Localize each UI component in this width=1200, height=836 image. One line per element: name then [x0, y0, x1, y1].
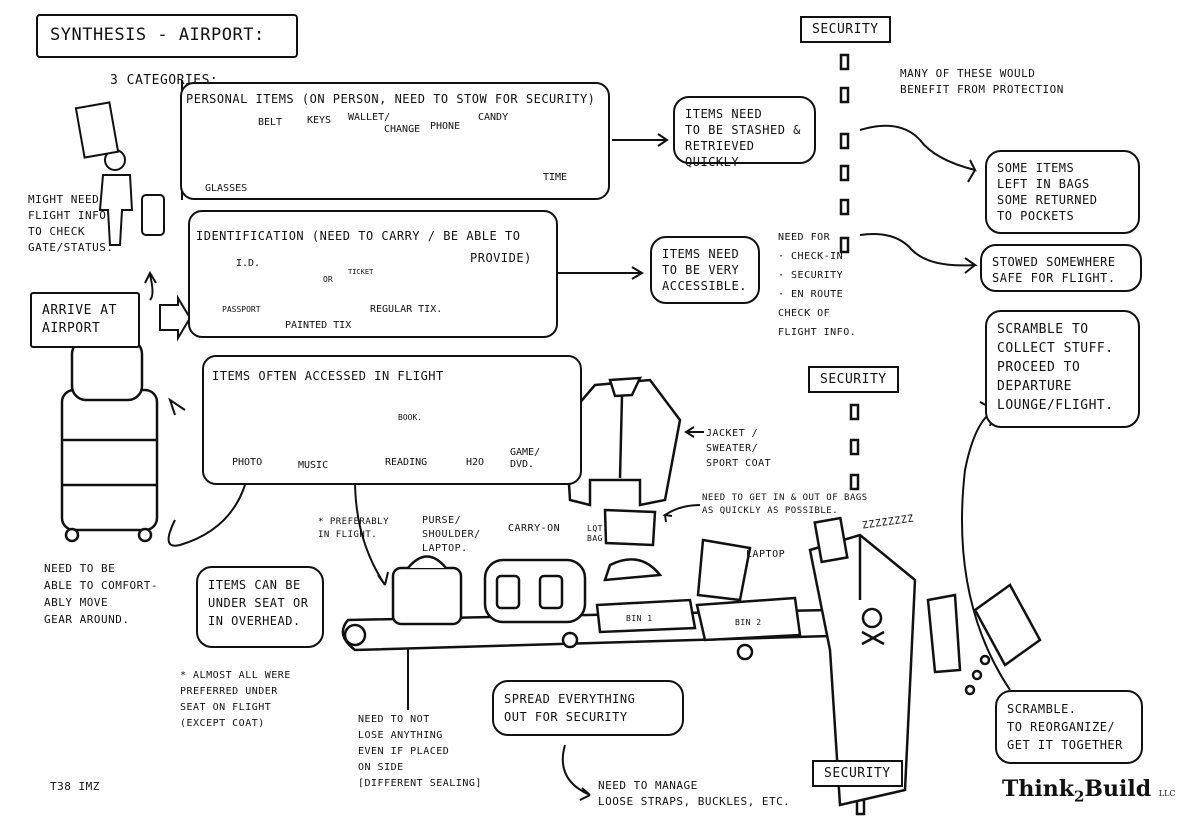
text-straps: NEED TO MANAGE LOOSE STRAPS, BUCKLES, ET… — [598, 779, 791, 808]
traveler-figure — [74, 101, 165, 246]
note-stowed: STOWED SOMEWHERE SAFE FOR FLIGHT. — [980, 244, 1142, 292]
bin-1 — [595, 598, 697, 634]
rolling-suitcase — [60, 338, 159, 543]
diagram-title: SYNTHESIS - AIRPORT: — [50, 25, 265, 45]
inflight-items-title: ITEMS OFTEN ACCESSED IN FLIGHT — [212, 369, 444, 383]
security-label-middle: SECURITY — [808, 366, 899, 393]
note-spread: SPREAD EVERYTHING OUT FOR SECURITY — [492, 680, 684, 736]
logo-llc: LLC — [1158, 789, 1176, 798]
text-benefit-protection: MANY OF THESE WOULD BENEFIT FROM PROTECT… — [900, 67, 1064, 96]
label-candy: CANDY — [478, 112, 509, 123]
arrow-left-in-bags — [859, 124, 977, 183]
text-need-for: NEED FOR · CHECK-IN · SECURITY · EN ROUT… — [778, 232, 857, 338]
text-carry-on: CARRY-ON — [508, 523, 561, 534]
label-phone: PHONE — [430, 121, 461, 132]
text-flight-info: MIGHT NEED FLIGHT INFO TO CHECK GATE/STA… — [28, 193, 114, 254]
text-out-of-bags: NEED TO GET IN & OUT OF BAGS AS QUICKLY … — [702, 493, 868, 516]
identification-title-2: PROVIDE) — [470, 251, 532, 265]
text-preferably: * PREFERABLY IN FLIGHT. — [318, 517, 390, 540]
note-stashed: ITEMS NEED TO BE STASHED & RETRIEVED QUI… — [673, 96, 816, 169]
text-almost-all: * ALMOST ALL WERE PREFERRED UNDER SEAT O… — [180, 670, 291, 729]
label-change: CHANGE — [384, 124, 421, 135]
note-arrive-airport: ARRIVE AT AIRPORT — [30, 292, 140, 348]
arrow-stowed — [859, 233, 978, 274]
xray-scanner — [808, 516, 917, 807]
identification-box — [188, 210, 558, 338]
note-accessible: ITEMS NEED TO BE VERY ACCESSIBLE. — [650, 236, 760, 304]
tray — [926, 593, 962, 674]
label-passport: PASSPORT — [222, 305, 261, 314]
logo-build: Build — [1084, 776, 1152, 802]
jacket — [563, 376, 682, 507]
text-bin-1: BIN 1 — [626, 614, 653, 623]
text-purse: PURSE/ SHOULDER/ LAPTOP. — [422, 515, 481, 554]
label-music: MUSIC — [298, 460, 329, 471]
shoe — [603, 558, 663, 582]
label-or: OR — [323, 275, 333, 284]
label-ticket: TICKET — [348, 268, 374, 276]
arrive-arrow — [159, 294, 192, 342]
security-label-bottom: SECURITY — [812, 760, 903, 787]
bin-2 — [695, 596, 802, 642]
text-comfort: NEED TO BE ABLE TO COMFORT- ABLY MOVE GE… — [44, 562, 158, 626]
label-time: TIME — [543, 172, 568, 183]
inflight-items-box — [202, 355, 582, 485]
security-label-top: SECURITY — [800, 16, 891, 43]
logo-num: 2 — [1073, 787, 1085, 806]
label-game-dvd: GAME/ DVD. — [510, 447, 541, 470]
liquid-bag — [603, 508, 657, 547]
diagram-title-box: SYNTHESIS - AIRPORT: — [36, 14, 298, 58]
label-photo: PHOTO — [232, 457, 263, 468]
label-wallet: WALLET/ — [348, 112, 391, 123]
logo-think: Think — [1002, 776, 1074, 802]
personal-items-title: PERSONAL ITEMS (ON PERSON, NEED TO STOW … — [186, 92, 596, 106]
label-regular-tix: REGULAR TIX. — [370, 304, 443, 315]
open-laptop — [973, 583, 1042, 667]
text-laptop: LAPTOP — [746, 549, 786, 560]
text-jacket: JACKET / SWEATER/ SPORT COAT — [706, 428, 772, 469]
shoulder-bag — [391, 566, 463, 626]
label-h2o: H2O — [466, 457, 485, 468]
label-book: BOOK. — [398, 413, 423, 422]
label-keys: KEYS — [307, 115, 332, 126]
label-reading: READING — [385, 457, 428, 468]
laptop — [696, 538, 752, 602]
signature: T38 IMZ — [50, 780, 100, 793]
label-painted-tix: PAINTED TIX — [285, 320, 352, 331]
think2build-logo: Think2Build LLC — [1002, 776, 1176, 805]
label-glasses: GLASSES — [205, 183, 248, 194]
note-scramble-reorganize: SCRAMBLE. TO REORGANIZE/ GET IT TOGETHER — [995, 690, 1143, 764]
label-belt: BELT — [258, 117, 283, 128]
note-under-seat: ITEMS CAN BE UNDER SEAT OR IN OVERHEAD. — [196, 566, 324, 648]
text-lqt-bag: LQT. BAG — [587, 524, 609, 543]
note-scramble-collect: SCRAMBLE TO COLLECT STUFF. PROCEED TO DE… — [985, 310, 1140, 428]
text-not-lose: NEED TO NOT LOSE ANYTHING EVEN IF PLACED… — [358, 714, 482, 789]
identification-title: IDENTIFICATION (NEED TO CARRY / BE ABLE … — [196, 229, 521, 243]
text-bin-2: BIN 2 — [735, 618, 762, 627]
label-id: I.D. — [236, 258, 261, 269]
personal-items-box — [180, 82, 610, 200]
note-left-in-bags: SOME ITEMS LEFT IN BAGS SOME RETURNED TO… — [985, 150, 1140, 234]
